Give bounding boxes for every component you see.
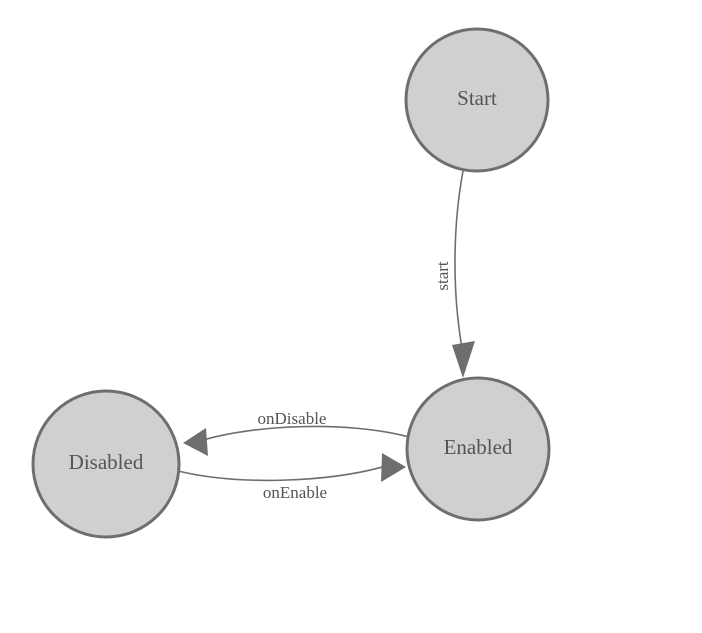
edge-start-to-enabled[interactable] (452, 170, 475, 378)
edge-path-start-to-enabled (454, 170, 464, 349)
arrowhead-into-enabled-top (452, 341, 475, 378)
node-disabled[interactable]: Disabled (31, 389, 181, 539)
node-label-start: Start (457, 86, 497, 110)
arrowhead-into-enabled-left (381, 453, 406, 482)
node-circle-start (404, 27, 550, 173)
edge-label-on-disable: onDisable (258, 409, 327, 428)
node-label-disabled: Disabled (69, 450, 144, 474)
edge-enabled-to-disabled[interactable] (183, 425, 410, 456)
node-start[interactable]: Start (404, 27, 550, 173)
edge-path-enabled-to-disabled (199, 425, 410, 442)
edge-label-on-enable: onEnable (263, 483, 327, 502)
edge-path-disabled-to-enabled (177, 465, 387, 482)
edge-disabled-to-enabled[interactable] (177, 453, 406, 482)
arrowhead-into-disabled (183, 428, 208, 456)
node-circle-disabled (31, 389, 181, 539)
node-label-enabled: Enabled (444, 435, 513, 459)
node-enabled[interactable]: Enabled (405, 376, 551, 522)
edge-label-start: start (433, 261, 452, 291)
node-circle-enabled (405, 376, 551, 522)
